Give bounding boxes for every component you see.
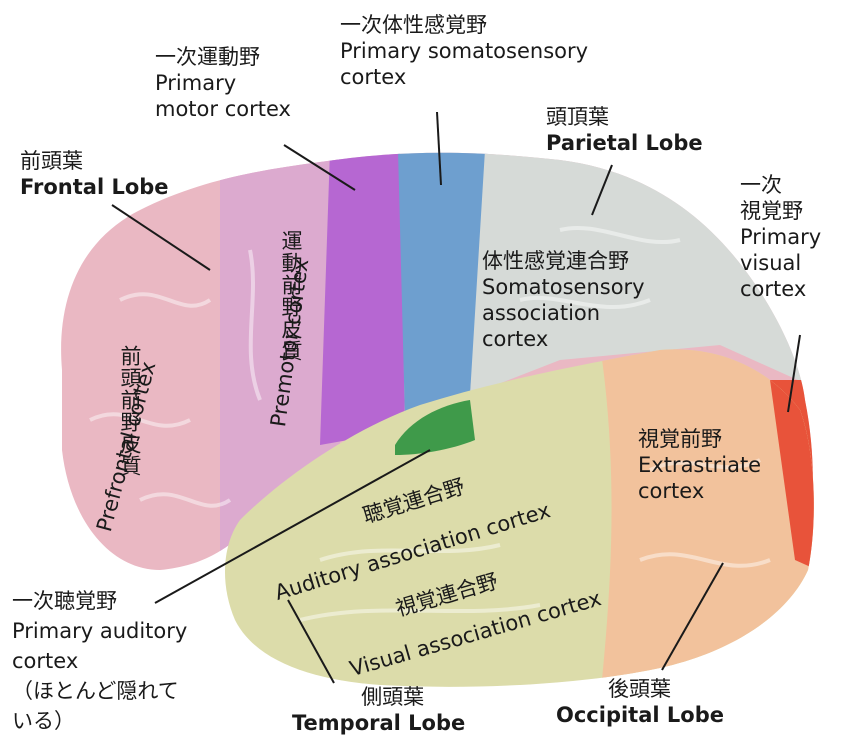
- extrastriate-en2: cortex: [638, 478, 761, 504]
- primary-visual-ja2: 視覚野: [740, 198, 821, 224]
- primary-visual-ja1: 一次: [740, 172, 821, 198]
- primary-somato-en1: Primary somatosensory: [340, 38, 588, 64]
- primary-visual-en2: visual: [740, 250, 821, 276]
- label-primary-auditory: 一次聴覚野 Primary auditory cortex （ほとんど隠れて い…: [12, 586, 187, 736]
- extrastriate-en1: Extrastriate: [638, 452, 761, 478]
- somato-assoc-en1: Somatosensory: [482, 274, 645, 300]
- label-premotor-ja: 運動前野皮質: [278, 230, 304, 362]
- somato-assoc-en3: cortex: [482, 326, 645, 352]
- temporal-ja: 側頭葉: [292, 684, 465, 710]
- primary-auditory-note1: （ほとんど隠れて: [12, 676, 187, 706]
- somato-assoc-ja: 体性感覚連合野: [482, 248, 645, 274]
- label-temporal-lobe: 側頭葉 Temporal Lobe: [292, 684, 465, 736]
- temporal-en: Temporal Lobe: [292, 710, 465, 736]
- label-extrastriate: 視覚前野 Extrastriate cortex: [638, 426, 761, 504]
- label-primary-visual: 一次 視覚野 Primary visual cortex: [740, 172, 821, 302]
- label-somatosensory-association: 体性感覚連合野 Somatosensory association cortex: [482, 248, 645, 352]
- parietal-en: Parietal Lobe: [546, 130, 703, 156]
- label-occipital-lobe: 後頭葉 Occipital Lobe: [556, 676, 724, 728]
- primary-somato-en2: cortex: [340, 64, 588, 90]
- occipital-ja: 後頭葉: [556, 676, 724, 702]
- frontal-en: Frontal Lobe: [20, 174, 169, 200]
- primary-visual-en3: cortex: [740, 276, 821, 302]
- primary-auditory-ja: 一次聴覚野: [12, 586, 187, 616]
- primary-auditory-en1: Primary auditory: [12, 616, 187, 646]
- extrastriate-ja: 視覚前野: [638, 426, 761, 452]
- primary-motor-region: [320, 150, 405, 445]
- primary-somato-ja: 一次体性感覚野: [340, 12, 588, 38]
- somato-assoc-en2: association: [482, 300, 645, 326]
- primary-motor-en2: motor cortex: [155, 96, 291, 122]
- primary-motor-en1: Primary: [155, 70, 291, 96]
- primary-auditory-en2: cortex: [12, 646, 187, 676]
- label-primary-somatosensory: 一次体性感覚野 Primary somatosensory cortex: [340, 12, 588, 90]
- frontal-ja: 前頭葉: [20, 148, 169, 174]
- label-frontal-lobe: 前頭葉 Frontal Lobe: [20, 148, 169, 200]
- occipital-en: Occipital Lobe: [556, 702, 724, 728]
- parietal-ja: 頭頂葉: [546, 104, 703, 130]
- label-primary-motor: 一次運動野 Primary motor cortex: [155, 44, 291, 122]
- label-parietal-lobe: 頭頂葉 Parietal Lobe: [546, 104, 703, 156]
- label-prefrontal-ja: 前頭前野皮質: [117, 345, 143, 477]
- primary-visual-en1: Primary: [740, 224, 821, 250]
- primary-motor-ja: 一次運動野: [155, 44, 291, 70]
- primary-auditory-note2: いる）: [12, 706, 187, 736]
